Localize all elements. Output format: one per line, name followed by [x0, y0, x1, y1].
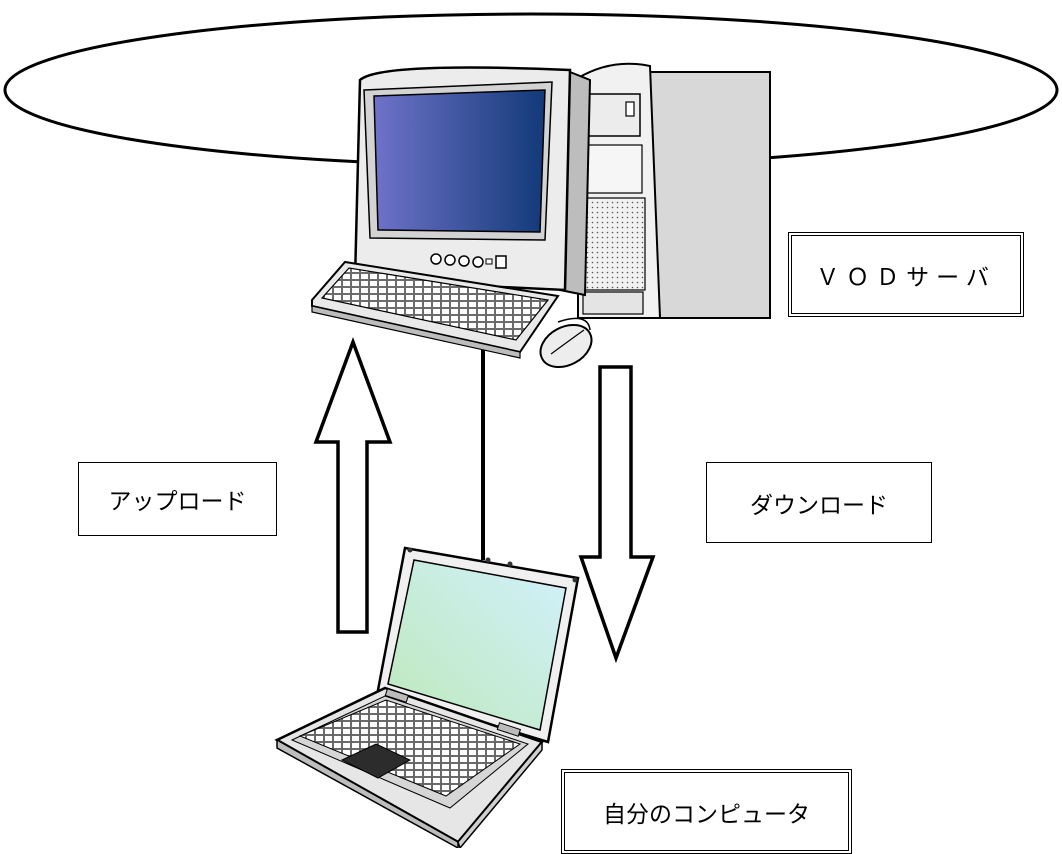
- laptop-computer-icon: [274, 546, 580, 848]
- download-label: ダウンロード: [706, 462, 932, 543]
- upload-arrow: [313, 336, 393, 634]
- server-computer-icon: [311, 62, 771, 369]
- server-keyboard: [311, 260, 560, 359]
- upload-label: アップロード: [78, 462, 277, 536]
- my-computer-label: 自分のコンピュータ: [561, 769, 852, 854]
- server-monitor: [353, 66, 592, 297]
- download-arrow: [578, 365, 656, 664]
- vod-server-label: ＶＯＤサーバ: [788, 232, 1024, 317]
- server-mouse: [539, 317, 593, 369]
- server-tower: [577, 62, 771, 319]
